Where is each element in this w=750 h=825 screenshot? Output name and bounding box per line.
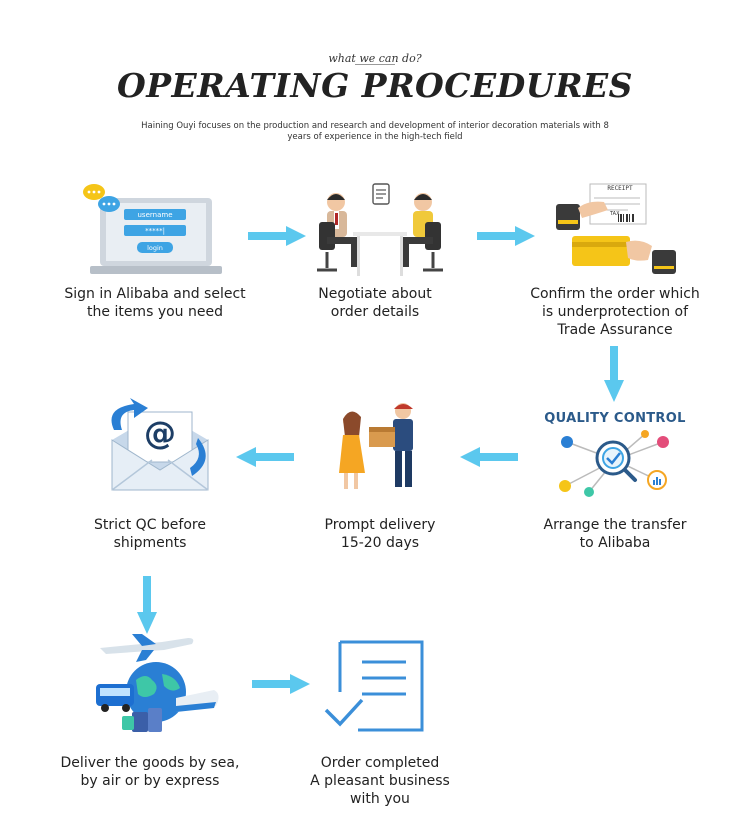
arrow-left-1 (460, 447, 518, 467)
email-at-symbol: @ (144, 414, 176, 452)
receipt-title: RECEIPT (607, 185, 633, 192)
step-label-prompt-delivery: Prompt delivery 15-20 days (324, 517, 436, 551)
arrow-right-3 (252, 674, 310, 694)
step-label-arrange-transfer: Arrange the transfer to Alibaba (543, 517, 687, 551)
checklist-document-icon (324, 640, 424, 732)
arrow-down-2 (137, 576, 157, 634)
step-label-sign-in: Sign in Alibaba and select the items you… (64, 286, 246, 320)
quality-control-icon (559, 430, 669, 497)
step-label-confirm-order: Confirm the order which is underprotecti… (530, 286, 700, 338)
login-password-field: *****| (145, 227, 165, 235)
negotiation-icon (317, 183, 443, 276)
step-label-order-completed: Order completed A pleasant business with… (310, 755, 450, 807)
receipt-payment-icon (556, 183, 676, 274)
arrow-right-2 (477, 226, 535, 246)
laptop-login-icon (83, 184, 222, 274)
header-tagline: what we can do? (328, 52, 422, 65)
receipt-tax: TAX (610, 211, 620, 217)
transport-globe-icon (96, 634, 219, 732)
email-envelope-icon (111, 398, 209, 491)
arrow-right-1 (248, 226, 306, 246)
step-label-deliver-goods: Deliver the goods by sea, by air or by e… (60, 755, 240, 789)
step-label-negotiate: Negotiate about order details (318, 286, 432, 320)
step-label-strict-qc: Strict QC before shipments (94, 517, 206, 551)
quality-control-logo-text: QUALITY CONTROL (544, 411, 686, 426)
tagline-underline (355, 64, 395, 65)
page-title: OPERATING PROCEDURES (117, 66, 633, 105)
login-button: login (147, 244, 163, 252)
page-subtitle: Haining Ouyi focuses on the production a… (141, 121, 609, 142)
login-username-field: username (137, 211, 173, 219)
arrow-left-2 (236, 447, 294, 467)
delivery-handover-icon (339, 403, 413, 489)
arrow-down-1 (604, 346, 624, 402)
